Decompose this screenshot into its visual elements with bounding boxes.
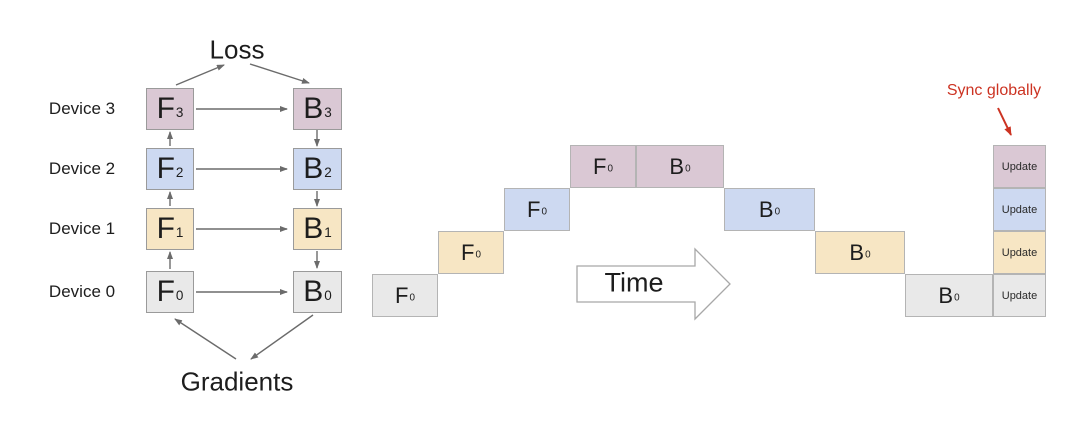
gradients-label: Gradients [180,366,294,397]
loss-label: Loss [209,34,265,65]
b1-main: B [303,212,324,245]
timeline-f0-d2-main: F [527,196,541,222]
b3-main: B [303,92,324,125]
b1-sub: 1 [324,224,332,240]
device-3-label: Device 3 [48,99,116,118]
update-box-device1: Update [993,231,1046,274]
f2-main: F [156,152,175,185]
arrow-loss-to-b3 [249,63,310,84]
f1-sub: 1 [175,224,184,240]
b3-sub: 3 [324,104,332,120]
f1-main: F [156,212,175,245]
timeline-b0-d3-main: B [669,153,685,179]
timeline-f0-d2-sub: 0 [541,206,547,218]
b2-main: B [303,152,324,185]
timeline-b0-d3-sub: 0 [685,163,691,175]
timeline-f0-d0-sub: 0 [409,292,415,304]
timeline-f0-d3-main: F [593,153,607,179]
arrow-f3-to-loss [175,64,225,86]
sync-globally-arrow [997,107,1012,136]
f3-sub: 3 [175,104,184,120]
f0-main: F [156,275,175,308]
f0-sub: 0 [175,287,184,303]
b0-main: B [303,275,324,308]
arrow-gradients-to-f0 [174,318,237,360]
b0-sub: 0 [324,287,332,303]
update-box-device2: Update [993,188,1046,231]
timeline-b0-d1-main: B [849,239,865,265]
timeline-f0-d1-main: F [461,239,475,265]
timeline-f0-d1-sub: 0 [475,249,481,261]
update-box-device0: Update [993,274,1046,317]
update-box-device3: Update [993,145,1046,188]
time-label: Time [604,267,664,298]
sync-globally-label: Sync globally [946,82,1042,99]
f2-sub: 2 [175,164,184,180]
device-1-label: Device 1 [48,219,116,238]
timeline-b0-d0-sub: 0 [954,292,960,304]
timeline-f0-d3-sub: 0 [607,163,613,175]
arrow-b0-to-gradients [250,314,314,360]
timeline-b0-d0-main: B [938,282,954,308]
timeline-b0-d2-main: B [758,196,774,222]
timeline-f0-d0-main: F [395,282,409,308]
timeline-b0-d1-sub: 0 [865,249,871,261]
b2-sub: 2 [324,164,332,180]
f3-main: F [156,92,175,125]
device-0-label: Device 0 [48,282,116,301]
device-2-label: Device 2 [48,159,116,178]
timeline-b0-d2-sub: 0 [774,206,781,218]
